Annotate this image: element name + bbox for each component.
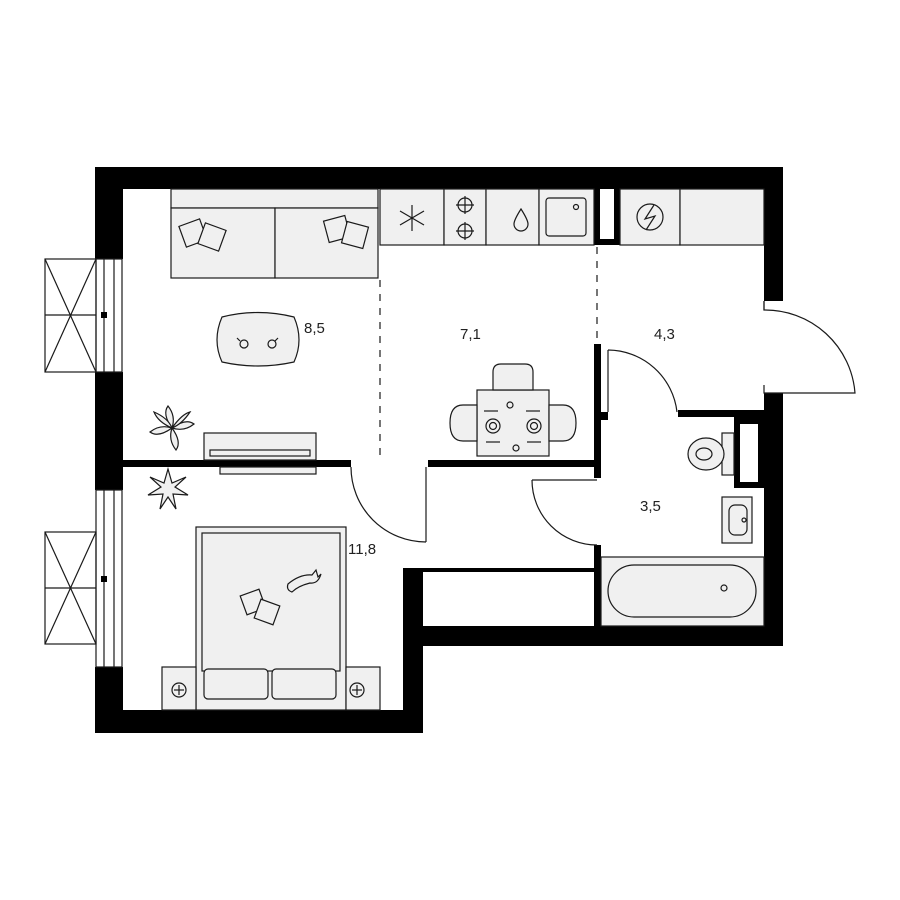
- plant-bedroom: [147, 466, 189, 510]
- wall-right-upper: [764, 167, 783, 301]
- nightstand-right: [345, 666, 381, 711]
- area-kitchen: 7,1: [460, 326, 481, 343]
- coffee-cup-1: [239, 339, 249, 349]
- coffee-cup-handle-1: [236, 337, 241, 342]
- plant-leaf-3: [170, 426, 179, 451]
- tv-unit: [203, 432, 317, 475]
- dishwasher: [485, 188, 540, 246]
- plant-leaf-5: [152, 410, 174, 430]
- bathtub-frame: [600, 556, 765, 627]
- area-hallway: 4,3: [654, 326, 675, 343]
- bathtub-drain: [720, 584, 728, 592]
- area-bathroom: 3,5: [640, 498, 661, 515]
- wall-bath-top-right: [678, 410, 764, 417]
- kitchen-counter: [379, 188, 765, 246]
- bed-cushion-2: [253, 598, 281, 626]
- pillow-2: [197, 222, 227, 252]
- window-upper-handle: [101, 312, 107, 318]
- plant-leaf-6: [170, 411, 192, 430]
- sofa: [170, 188, 379, 279]
- wall-bottom-left: [95, 710, 423, 733]
- basin-drain: [741, 517, 747, 523]
- sink-drain: [572, 203, 580, 211]
- chair-right: [548, 404, 577, 442]
- walls: [95, 167, 783, 733]
- wall-kitchen-bath: [428, 460, 600, 467]
- hall-shelf: [679, 188, 765, 246]
- bathtub: [600, 556, 765, 627]
- wall-bath-vertical-lower: [594, 545, 601, 635]
- wall-bath-bottom-thin: [403, 568, 594, 572]
- bed: [195, 526, 347, 711]
- tv-base: [219, 466, 317, 475]
- coffee-table-top: [216, 311, 300, 367]
- plate-2: [526, 418, 542, 434]
- bedroom-door-swing: [350, 466, 427, 543]
- bath-door-swing: [607, 349, 678, 413]
- wall-right-lower: [764, 393, 783, 646]
- wall-living-bedroom: [123, 460, 351, 467]
- area-living: 8,5: [304, 320, 325, 337]
- dining-table: [476, 389, 550, 457]
- plant-living: [149, 405, 195, 451]
- lamp-right: [349, 682, 365, 698]
- bed-pillow-left: [203, 668, 269, 700]
- coffee-cup-handle-2: [274, 337, 279, 342]
- window-upper-frame: [95, 258, 123, 373]
- plate-1-inner: [488, 421, 498, 431]
- toilet-bowl: [687, 437, 725, 471]
- chair-top: [492, 363, 534, 391]
- tv-screen: [209, 449, 311, 457]
- bed-mattress: [201, 532, 341, 672]
- shaft-kitchen-void: [600, 189, 614, 239]
- entry-door-swing: [763, 301, 856, 394]
- toilet: [687, 432, 735, 476]
- bolt-icon: [643, 204, 657, 231]
- area-bedroom: 11,8: [348, 541, 376, 558]
- dining-set: [449, 363, 577, 457]
- washbasin: [721, 496, 753, 544]
- nightstands: [161, 666, 381, 711]
- sink-basin: [545, 197, 587, 237]
- wall-bath-top: [600, 412, 608, 420]
- cat-icon: [286, 568, 322, 593]
- windows: [44, 258, 123, 668]
- wall-left-mid: [95, 372, 123, 490]
- cup-2: [512, 444, 520, 452]
- toilet-seat: [695, 447, 713, 461]
- lamp-left: [171, 682, 187, 698]
- bathtub-inner: [607, 564, 757, 618]
- boiler-icon: [636, 203, 664, 231]
- wall-bottom-right: [403, 626, 783, 646]
- plant-leaf-4: [149, 426, 174, 435]
- bed-pillow-right: [271, 668, 337, 700]
- wall-top: [95, 167, 783, 189]
- wall-step: [403, 568, 423, 733]
- window-lower-handle: [101, 576, 107, 582]
- water-drop-icon: [513, 207, 529, 232]
- plate-2-inner: [529, 421, 539, 431]
- wall-left-bottom: [95, 667, 123, 733]
- pillow-4: [340, 220, 370, 250]
- shaft-void: [740, 424, 758, 482]
- plate-1: [485, 418, 501, 434]
- wall-left-top: [95, 167, 123, 259]
- burner-icon: [456, 196, 474, 240]
- window-lower-frame: [95, 489, 123, 668]
- cup-1: [506, 401, 514, 409]
- coffee-cup-2: [267, 339, 277, 349]
- bath2-door-swing: [531, 479, 598, 546]
- doors: [350, 301, 856, 546]
- sofa-back: [170, 188, 379, 209]
- chair-left: [449, 404, 478, 442]
- wall-hall-bath-vertical: [594, 344, 601, 478]
- snowflake-icon: [399, 205, 425, 231]
- star-plant: [147, 466, 189, 510]
- interior-walls: [123, 187, 764, 635]
- basin-bowl: [728, 504, 748, 536]
- coffee-table: [216, 311, 300, 367]
